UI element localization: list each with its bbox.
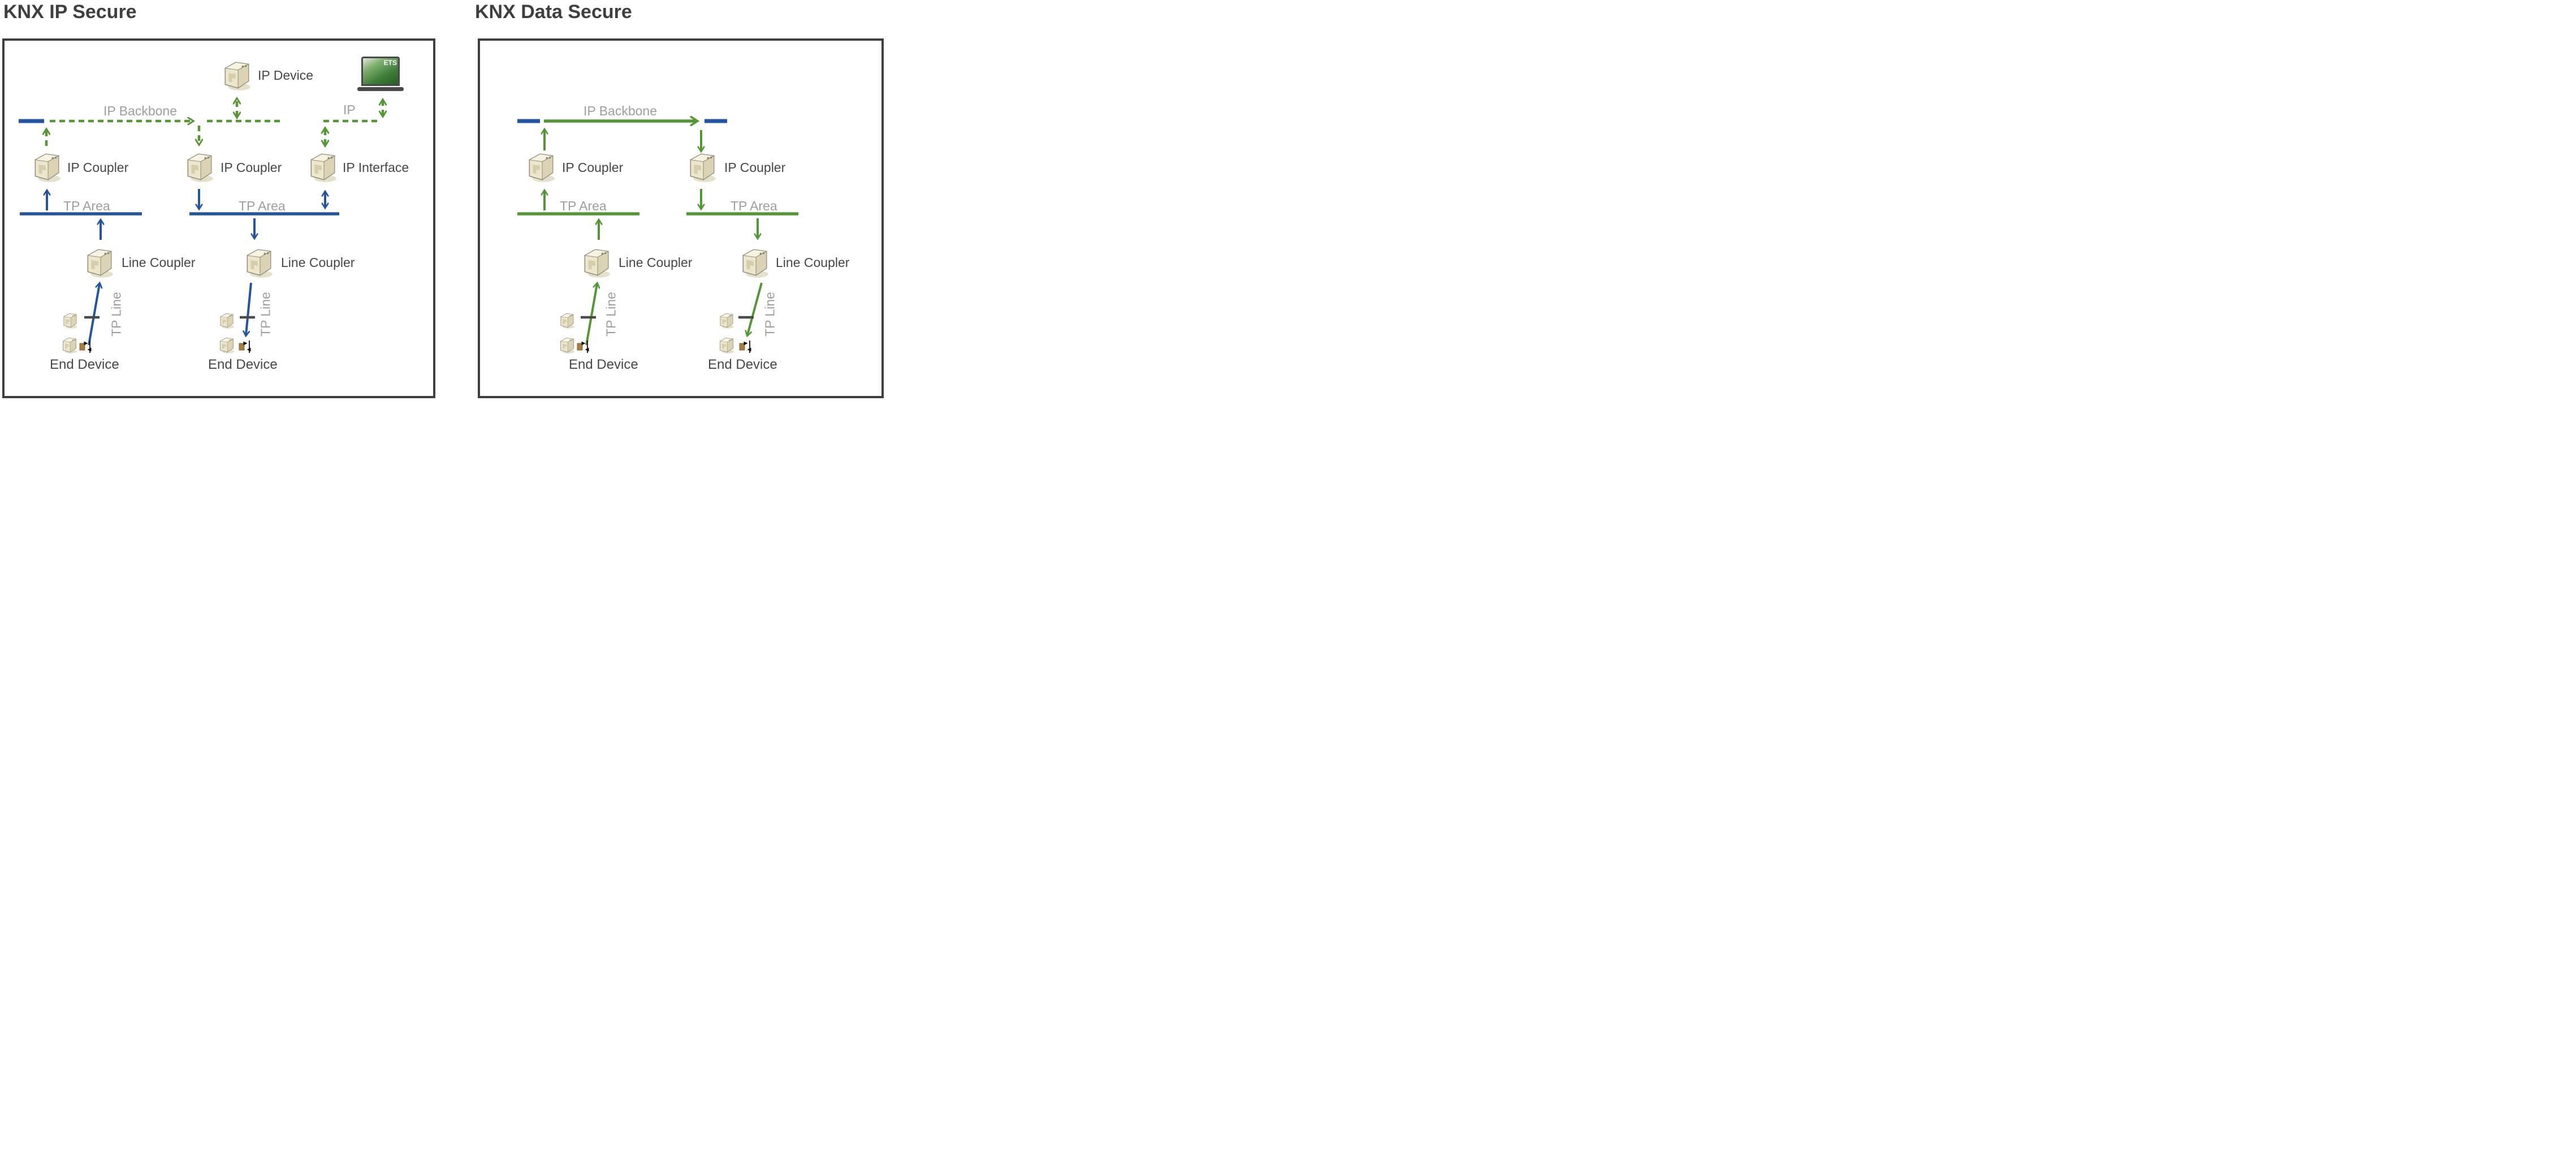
- end-device-icon: [716, 336, 737, 354]
- line-coupler-icon: [579, 245, 614, 279]
- left-tp-area-lines: [20, 189, 339, 240]
- connectors-layer: [19, 0, 798, 353]
- end-device-icon: [557, 336, 577, 354]
- end-device-label: End Device: [208, 357, 278, 372]
- right-tp-lines: [581, 283, 763, 346]
- right-tp-area-lines: [517, 189, 798, 240]
- bus-terminal-icon: [577, 341, 589, 353]
- left-tp-lines: [84, 283, 255, 346]
- ip-device-icon: [219, 59, 254, 92]
- line-coupler-icon: [241, 245, 276, 279]
- ip-coupler-icon: [29, 150, 64, 183]
- knx-ip-secure-panel: [2, 38, 435, 398]
- line-coupler-label: Line Coupler: [619, 255, 693, 270]
- end-device-icon: [217, 336, 237, 354]
- end-device-icon: [60, 312, 80, 329]
- ip-coupler-icon: [685, 150, 720, 183]
- ets-laptop-base: [357, 87, 404, 91]
- ip-interface-label: IP Interface: [343, 160, 409, 175]
- end-device-icon: [59, 336, 80, 354]
- end-device-label: End Device: [708, 357, 777, 372]
- tp-area-label: TP Area: [731, 199, 777, 213]
- end-device-icon: [557, 312, 577, 329]
- tp-area-label: TP Area: [239, 199, 286, 213]
- bus-terminal-icon: [79, 341, 92, 353]
- tp-line-label: TP Line: [603, 292, 619, 337]
- ets-screen-label: ETS: [383, 59, 397, 67]
- ip-backbone-label: IP Backbone: [584, 104, 658, 118]
- left-backbone-drops: [46, 100, 383, 146]
- bus-terminal-icon: [739, 341, 751, 353]
- line-coupler-label: Line Coupler: [281, 255, 355, 270]
- ip-coupler-label: IP Coupler: [724, 160, 786, 175]
- ets-laptop-screen: ETS: [361, 57, 400, 86]
- line-coupler-label: Line Coupler: [122, 255, 196, 270]
- line-coupler-icon: [737, 245, 772, 279]
- right-panel-title: KNX Data Secure: [475, 1, 632, 23]
- ets-laptop-icon: ETS: [357, 57, 404, 91]
- end-device-label: End Device: [50, 357, 119, 372]
- ip-backbone-label: IP Backbone: [103, 104, 178, 118]
- tp-area-label: TP Area: [63, 199, 110, 213]
- ip-coupler-icon: [182, 150, 217, 183]
- ip-coupler-icon: [524, 150, 559, 183]
- end-device-icon: [217, 312, 236, 329]
- tp-line-label: TP Line: [109, 292, 124, 337]
- ip-label: IP: [343, 102, 356, 117]
- knx-secure-diagram: KNX IP Secure KNX Data Secure: [0, 0, 887, 399]
- tp-area-label: TP Area: [560, 199, 607, 213]
- end-device-label: End Device: [569, 357, 638, 372]
- ip-coupler-label: IP Coupler: [67, 160, 129, 175]
- ip-interface-icon: [305, 150, 340, 183]
- line-coupler-icon: [82, 245, 117, 279]
- line-coupler-label: Line Coupler: [776, 255, 850, 270]
- knx-data-secure-panel: [478, 38, 884, 398]
- right-ip-backbone-line: [517, 121, 727, 150]
- end-device-icon: [717, 312, 736, 329]
- bus-terminal-icon: [239, 341, 251, 353]
- tp-line-label: TP Line: [258, 292, 273, 337]
- ip-coupler-label: IP Coupler: [221, 160, 282, 175]
- ip-device-label: IP Device: [258, 68, 314, 83]
- ip-coupler-label: IP Coupler: [562, 160, 624, 175]
- tp-line-label: TP Line: [762, 292, 777, 337]
- left-panel-title: KNX IP Secure: [3, 1, 137, 23]
